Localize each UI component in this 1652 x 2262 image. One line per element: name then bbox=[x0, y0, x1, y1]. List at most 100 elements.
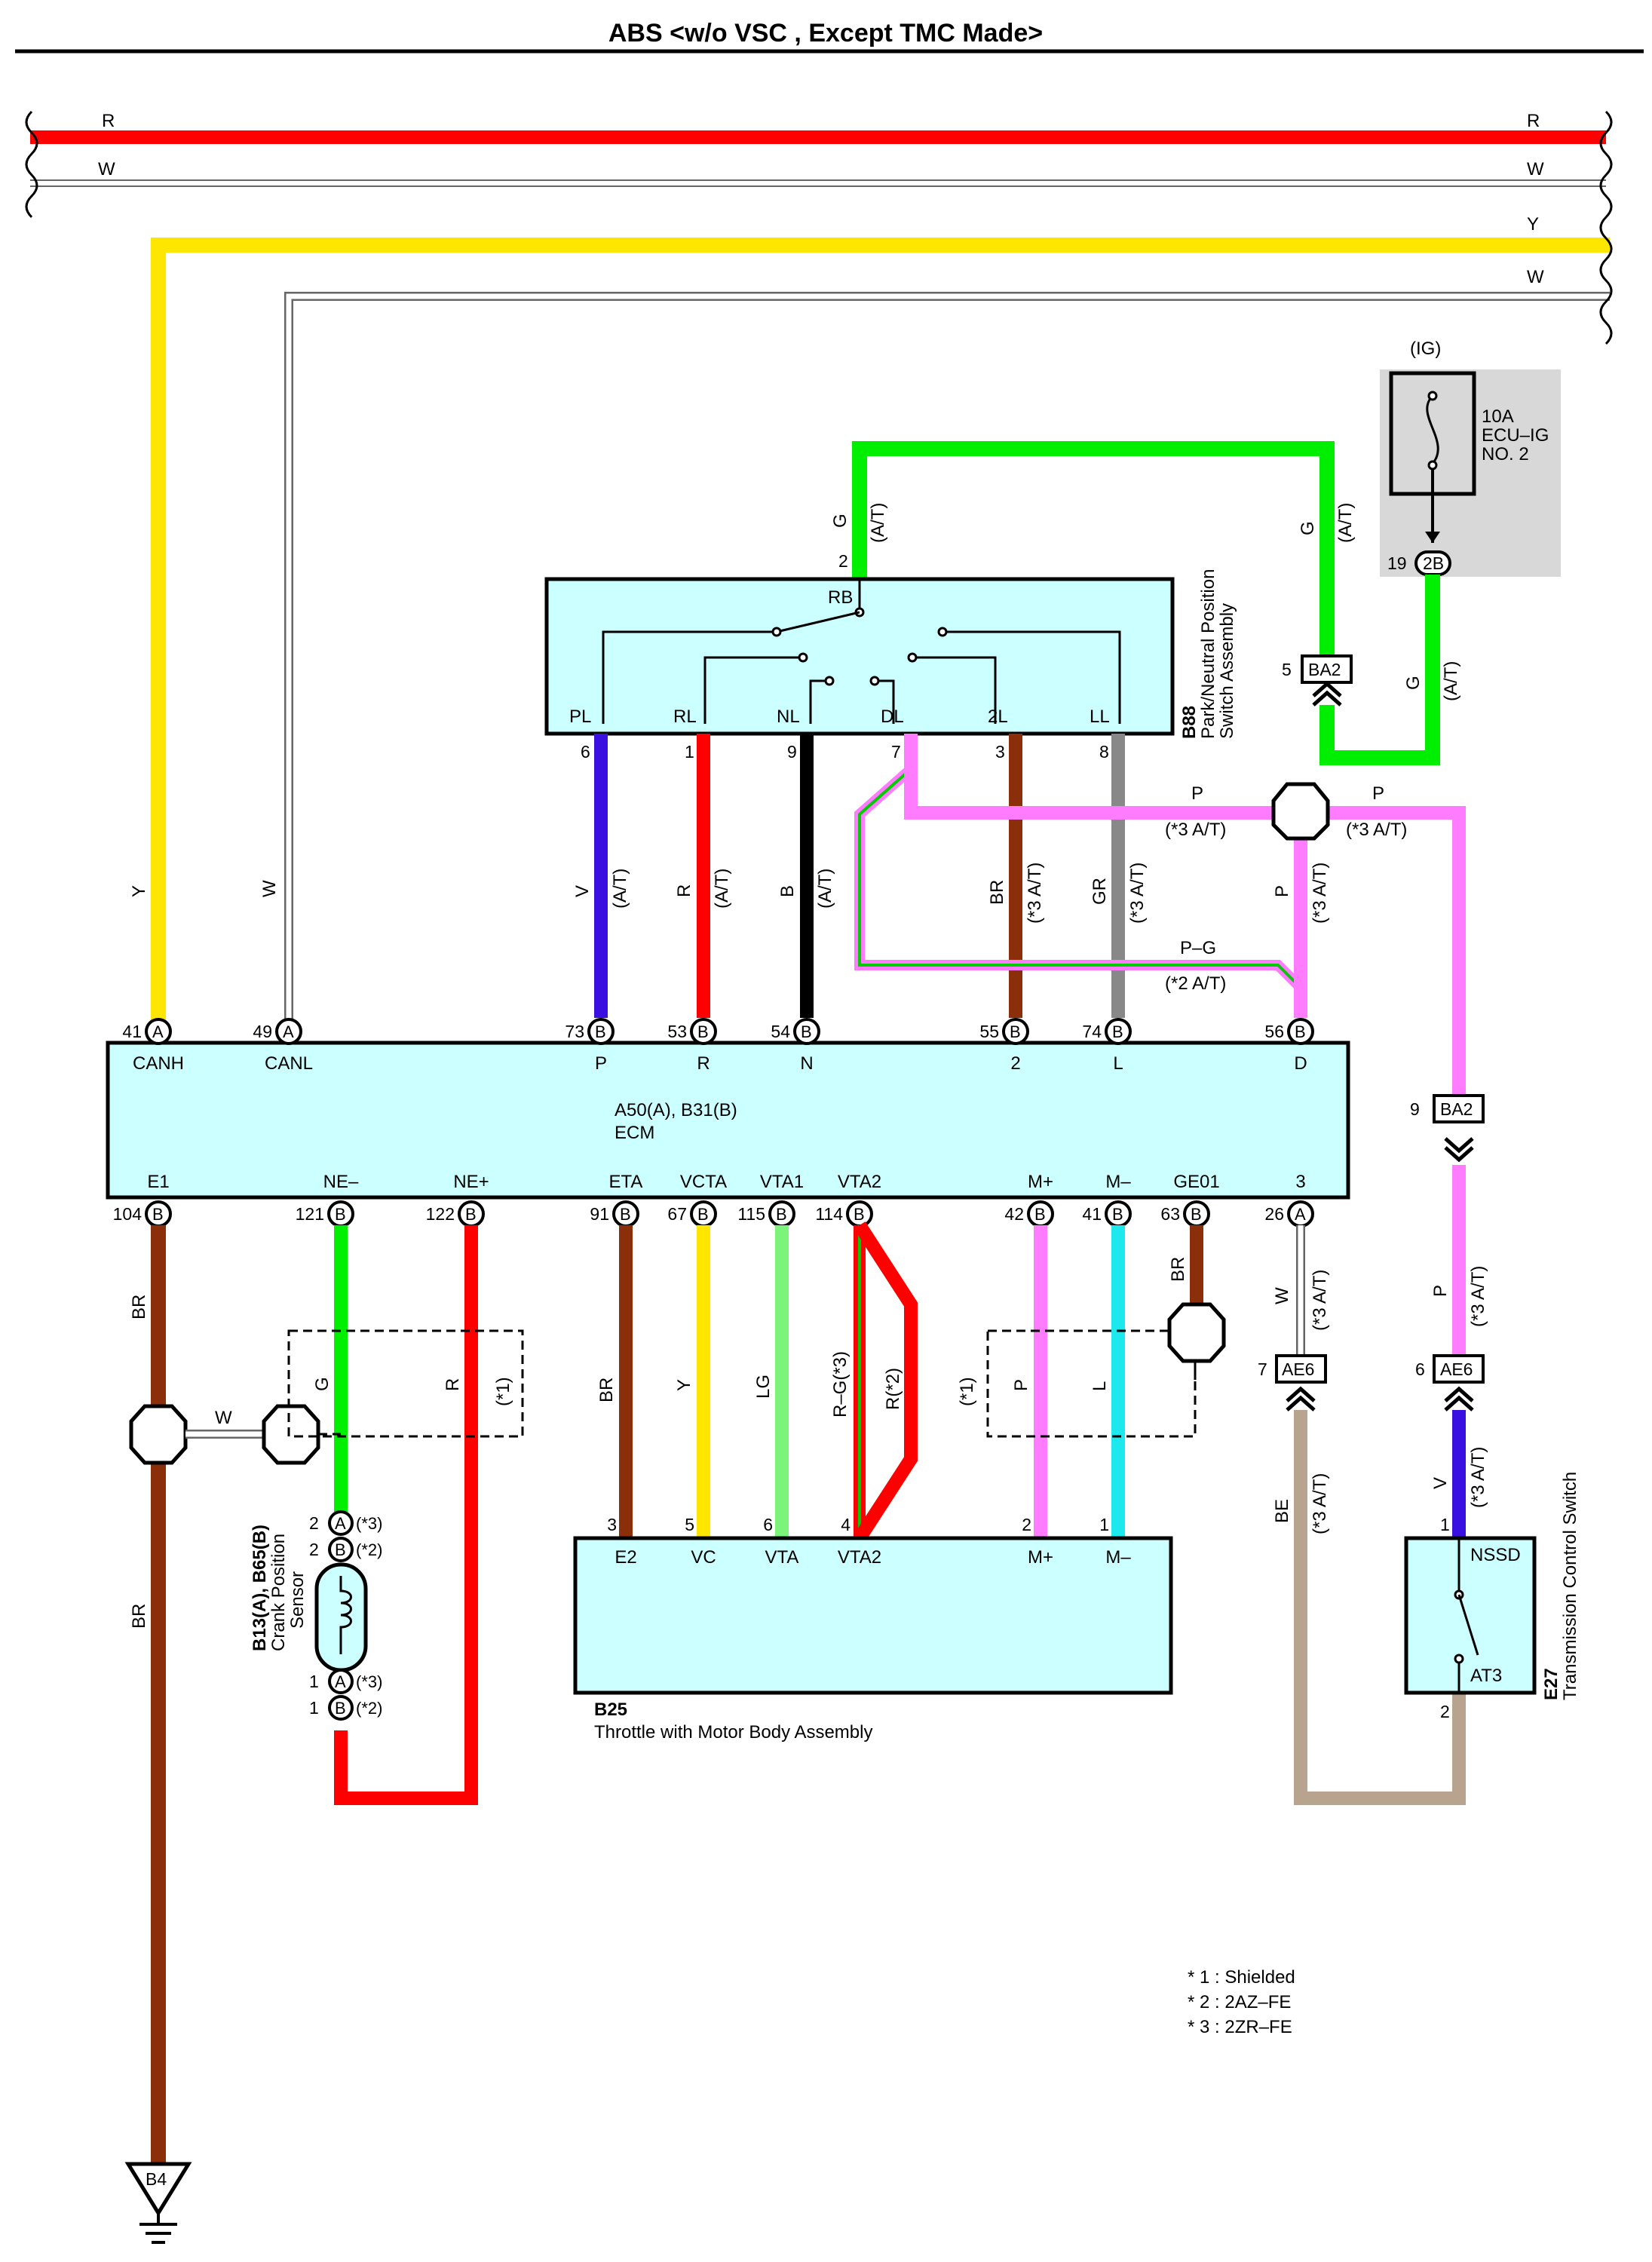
svg-text:41: 41 bbox=[122, 1022, 142, 1041]
svg-text:104: 104 bbox=[113, 1204, 143, 1224]
legend-2: * 2 : 2AZ–FE bbox=[1188, 1992, 1291, 2012]
svg-text:49: 49 bbox=[253, 1022, 272, 1041]
svg-text:BE: BE bbox=[1272, 1499, 1292, 1523]
legend-1: * 1 : Shielded bbox=[1188, 1967, 1295, 1988]
svg-text:B: B bbox=[801, 1022, 812, 1041]
bus-wires: R W R W Y W bbox=[25, 110, 1613, 1034]
bus-label-r-left: R bbox=[102, 111, 115, 131]
svg-text:B: B bbox=[335, 1205, 346, 1224]
tcs-name: Transmission Control Switch bbox=[1560, 1472, 1580, 1700]
ecm-name: ECM bbox=[615, 1123, 654, 1143]
fuse-icon bbox=[1426, 394, 1439, 464]
svg-text:(A/T): (A/T) bbox=[815, 869, 835, 909]
svg-text:(*3 A/T): (*3 A/T) bbox=[1468, 1266, 1488, 1327]
svg-text:74: 74 bbox=[1082, 1022, 1102, 1041]
ground-b4: B4 bbox=[124, 2162, 192, 2244]
svg-text:Y: Y bbox=[674, 1379, 694, 1391]
svg-text:2: 2 bbox=[309, 1540, 319, 1559]
svg-text:NE–: NE– bbox=[323, 1172, 359, 1192]
svg-text:(*1): (*1) bbox=[957, 1377, 977, 1406]
svg-text:AE6: AE6 bbox=[1440, 1359, 1473, 1379]
svg-text:2: 2 bbox=[309, 1513, 319, 1533]
wire-p-ba2 bbox=[1282, 806, 1466, 1105]
svg-text:(*2 A/T): (*2 A/T) bbox=[1165, 973, 1226, 994]
svg-text:(*3 A/T): (*3 A/T) bbox=[1025, 863, 1045, 924]
svg-text:3: 3 bbox=[995, 742, 1005, 762]
svg-text:NL: NL bbox=[777, 706, 800, 727]
svg-text:(*3 A/T): (*3 A/T) bbox=[1310, 863, 1330, 924]
connector-ba2-top: BA2 5 bbox=[1282, 654, 1353, 706]
svg-text:B: B bbox=[152, 1205, 164, 1224]
svg-text:B: B bbox=[1295, 1022, 1306, 1041]
svg-text:A: A bbox=[283, 1022, 294, 1041]
svg-text:1: 1 bbox=[1440, 1515, 1450, 1534]
svg-text:(*2): (*2) bbox=[356, 1540, 382, 1559]
svg-text:1: 1 bbox=[1099, 1515, 1109, 1534]
svg-text:V: V bbox=[572, 885, 593, 897]
svg-text:A: A bbox=[152, 1022, 164, 1041]
svg-text:2L: 2L bbox=[988, 706, 1008, 727]
svg-text:(A/T): (A/T) bbox=[1441, 661, 1461, 701]
svg-text:BR: BR bbox=[987, 880, 1007, 905]
bus-label-w-left: W bbox=[98, 159, 115, 179]
throttle-body: B25 Throttle with Motor Body Assembly bbox=[573, 1536, 1173, 1742]
fuse-ecu-ig-no2: (IG) 10A ECU–IG NO. 2 2B 19 bbox=[1380, 339, 1561, 577]
svg-text:2: 2 bbox=[838, 551, 848, 571]
svg-text:(*3 A/T): (*3 A/T) bbox=[1310, 1270, 1330, 1331]
svg-text:67: 67 bbox=[667, 1204, 687, 1224]
svg-text:R: R bbox=[674, 884, 694, 897]
svg-text:GE01: GE01 bbox=[1173, 1172, 1219, 1192]
splice-shield bbox=[262, 1404, 320, 1465]
svg-text:91: 91 bbox=[590, 1204, 609, 1224]
svg-text:54: 54 bbox=[771, 1022, 790, 1041]
svg-text:L: L bbox=[1113, 1053, 1123, 1074]
svg-text:4: 4 bbox=[841, 1515, 851, 1534]
svg-text:(*3 A/T): (*3 A/T) bbox=[1165, 820, 1226, 840]
svg-text:VTA2: VTA2 bbox=[838, 1547, 881, 1568]
bus-label-w-right: W bbox=[1527, 159, 1544, 179]
svg-text:BR: BR bbox=[129, 1295, 149, 1320]
svg-text:55: 55 bbox=[979, 1022, 999, 1041]
svg-text:B: B bbox=[1034, 1205, 1046, 1224]
svg-text:W: W bbox=[215, 1408, 232, 1428]
svg-text:M+: M+ bbox=[1028, 1547, 1053, 1568]
svg-text:R: R bbox=[697, 1053, 710, 1074]
svg-text:AE6: AE6 bbox=[1282, 1359, 1314, 1379]
svg-text:B: B bbox=[620, 1205, 631, 1224]
svg-text:LG: LG bbox=[753, 1375, 774, 1399]
svg-text:B: B bbox=[1191, 1205, 1202, 1224]
svg-text:NSSD: NSSD bbox=[1470, 1545, 1521, 1565]
svg-text:BR: BR bbox=[129, 1604, 149, 1629]
svg-text:(*3 A/T): (*3 A/T) bbox=[1310, 1473, 1330, 1534]
svg-text:3: 3 bbox=[1295, 1172, 1305, 1192]
svg-text:VTA1: VTA1 bbox=[760, 1172, 804, 1192]
svg-text:(*3): (*3) bbox=[356, 1514, 382, 1533]
svg-text:B: B bbox=[854, 1205, 865, 1224]
svg-text:G: G bbox=[1298, 521, 1318, 535]
crank-code: B13(A), B65(B) bbox=[250, 1525, 270, 1651]
svg-text:B: B bbox=[1010, 1022, 1021, 1041]
svg-text:BA2: BA2 bbox=[1308, 660, 1341, 679]
svg-text:(*3 A/T): (*3 A/T) bbox=[1127, 863, 1148, 924]
svg-text:A: A bbox=[335, 1672, 346, 1691]
svg-text:115: 115 bbox=[737, 1204, 765, 1224]
svg-text:B: B bbox=[465, 1205, 477, 1224]
bus-wire-yellow bbox=[151, 238, 1610, 1034]
svg-text:R(*2): R(*2) bbox=[883, 1368, 903, 1410]
svg-text:(A/T): (A/T) bbox=[1335, 503, 1356, 543]
svg-text:9: 9 bbox=[1410, 1099, 1420, 1119]
pnp-name: Park/Neutral Position bbox=[1198, 569, 1218, 739]
svg-text:R: R bbox=[443, 1378, 463, 1391]
tcs-code: E27 bbox=[1541, 1668, 1562, 1700]
svg-text:P: P bbox=[1430, 1285, 1451, 1297]
svg-text:5: 5 bbox=[685, 1515, 694, 1534]
svg-text:Y: Y bbox=[129, 885, 149, 897]
